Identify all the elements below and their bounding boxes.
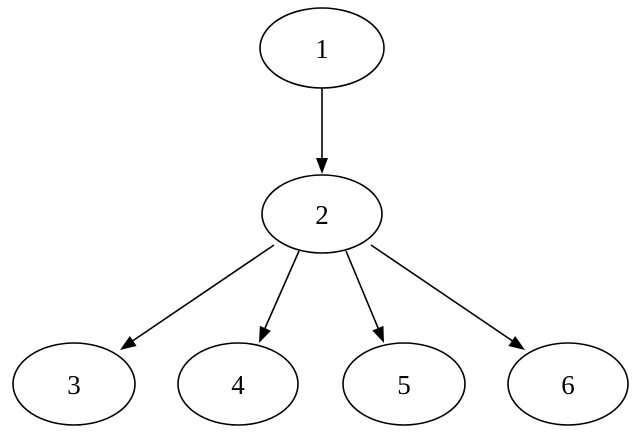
graph-node-3[interactable]: 3	[12, 342, 136, 426]
graph-node-2[interactable]: 2	[261, 174, 383, 254]
node-label: 2	[315, 200, 329, 230]
graph-edge-2-to-5[interactable]	[345, 250, 384, 343]
graph-edge-2-to-3[interactable]	[120, 244, 275, 350]
graph-node-6[interactable]: 6	[507, 342, 629, 426]
node-ellipse[interactable]	[259, 7, 385, 89]
graph-edge-1-to-2[interactable]	[316, 88, 328, 174]
graph-edge-2-to-6[interactable]	[370, 244, 525, 350]
edge-line	[370, 244, 518, 345]
node-ellipse[interactable]	[507, 342, 629, 426]
edge-arrowhead-icon	[508, 336, 525, 350]
graph-node-4[interactable]: 4	[177, 342, 299, 426]
node-ellipse[interactable]	[261, 174, 383, 254]
edge-arrowhead-icon	[120, 336, 137, 350]
nodes-layer: 1 2 3 4 5 6	[12, 7, 629, 426]
graph-node-1[interactable]: 1	[259, 7, 385, 89]
edge-line	[261, 250, 300, 336]
node-label: 1	[315, 34, 329, 64]
edge-line	[345, 250, 382, 336]
edge-line	[127, 244, 275, 345]
node-label: 6	[561, 370, 575, 400]
graph-edge-2-to-4[interactable]	[259, 250, 300, 343]
node-label: 4	[231, 370, 245, 400]
node-ellipse[interactable]	[177, 342, 299, 426]
edges-layer	[120, 88, 525, 350]
node-label: 5	[397, 370, 411, 400]
edge-arrowhead-icon	[316, 158, 328, 174]
edge-arrowhead-icon	[259, 325, 271, 343]
node-label: 3	[67, 370, 81, 400]
node-ellipse[interactable]	[12, 342, 136, 426]
graph-node-5[interactable]: 5	[342, 342, 466, 426]
node-ellipse[interactable]	[342, 342, 466, 426]
edge-arrowhead-icon	[372, 325, 384, 343]
